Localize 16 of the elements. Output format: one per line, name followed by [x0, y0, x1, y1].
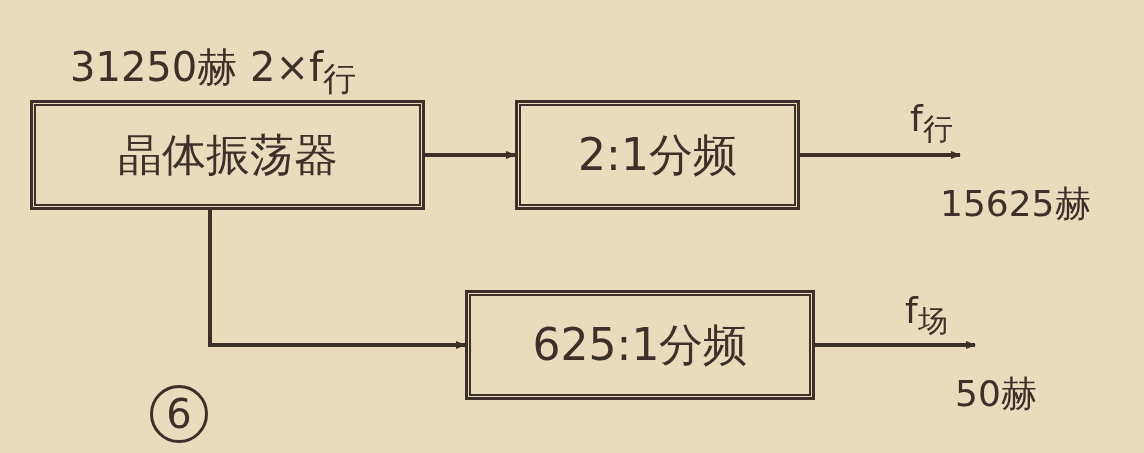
arrow	[815, 341, 976, 349]
arrow	[208, 210, 466, 349]
frequency-label: 15625赫	[940, 182, 1091, 226]
process-box	[30, 100, 425, 210]
frequency-label: 31250赫 2×f$_{行}$	[70, 43, 356, 100]
arrow	[425, 151, 516, 159]
process-box	[465, 290, 815, 400]
process-box	[515, 100, 800, 210]
frequency-label: 50赫	[955, 372, 1037, 416]
edge-label: f$_{行}$	[910, 98, 953, 149]
box-label: 625:1分频	[532, 317, 748, 372]
figure-number: 6	[150, 385, 208, 443]
box-label: 2:1分频	[578, 127, 737, 182]
edge-label: f$_{场}$	[905, 290, 948, 341]
box-label: 晶体振荡器	[117, 127, 338, 182]
arrow	[800, 151, 961, 159]
